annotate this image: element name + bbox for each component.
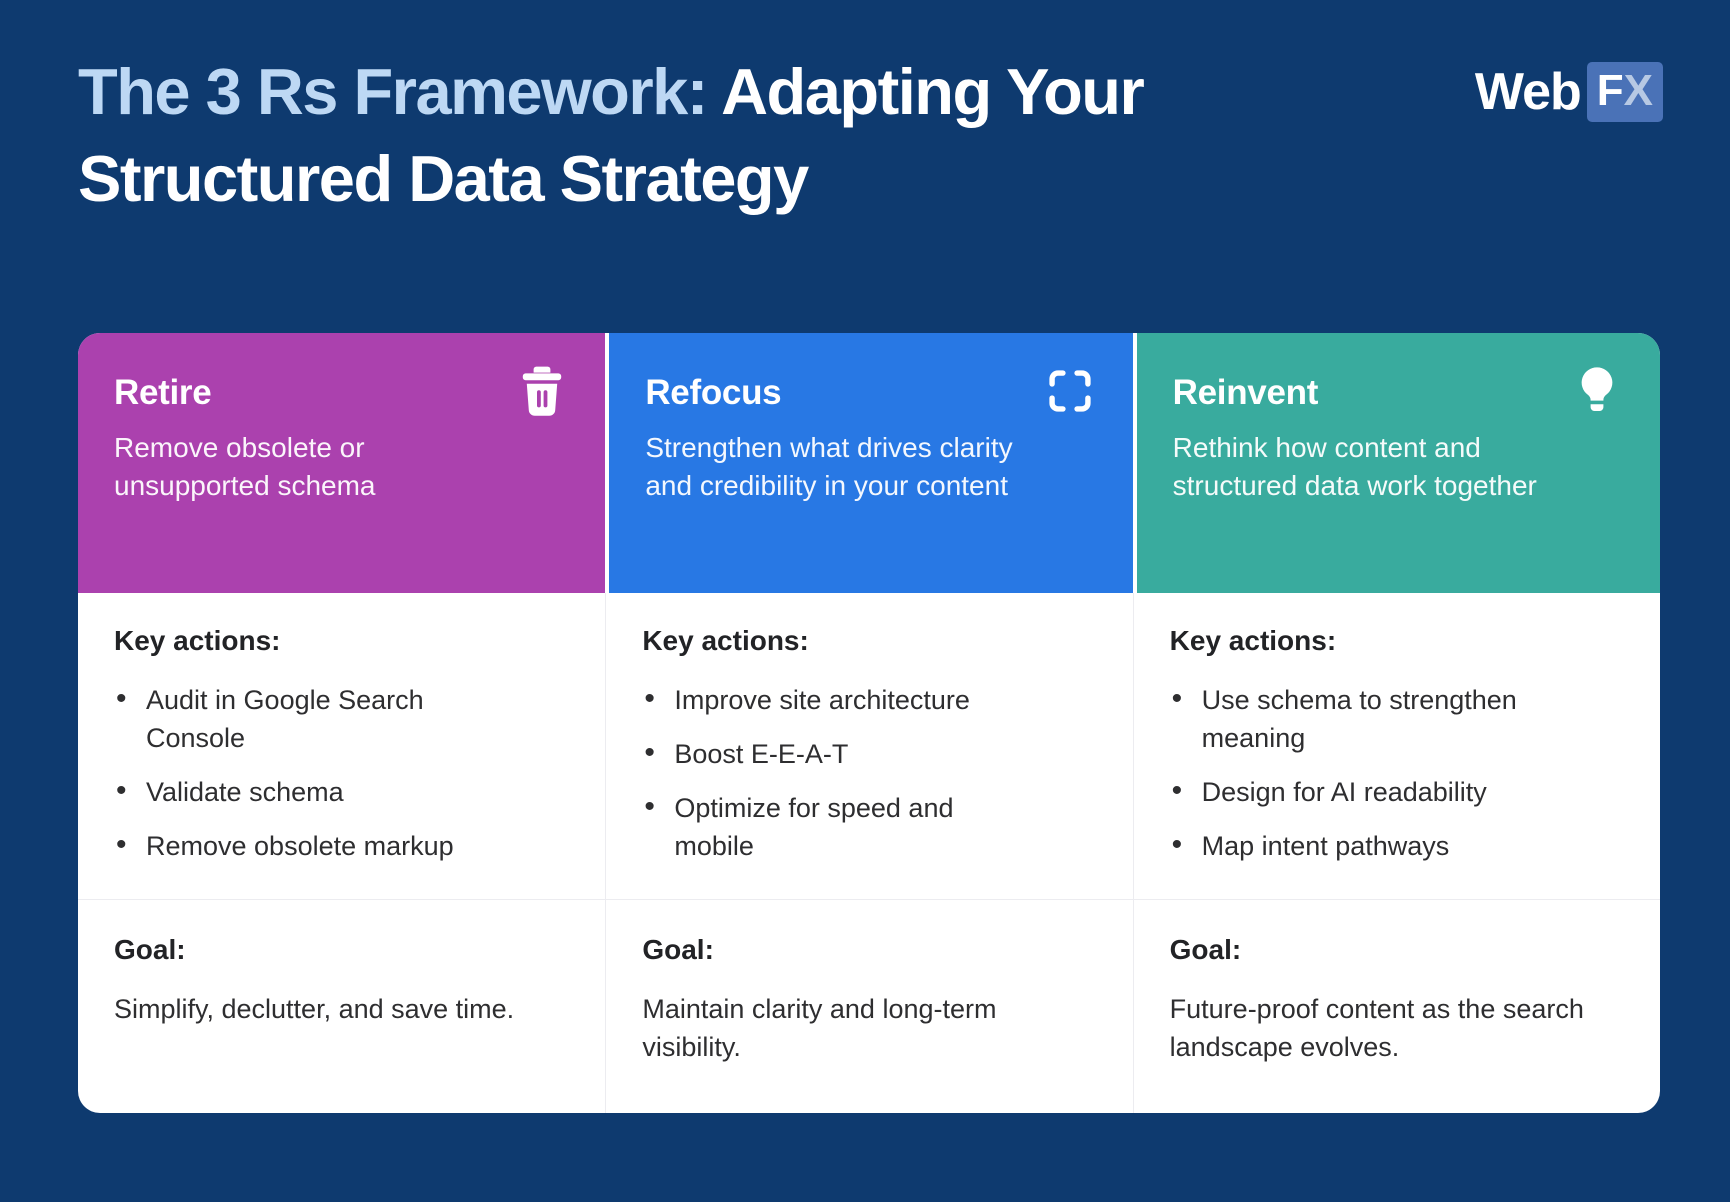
list-item: Remove obsolete markup	[114, 826, 509, 865]
refocus-goal-text: Maintain clarity and long-term visibilit…	[642, 994, 997, 1062]
reinvent-subtitle: Rethink how content and structured data …	[1172, 432, 1537, 501]
list-item: Audit in Google Search Console	[114, 680, 509, 757]
reinvent-key-actions-label: Key actions:	[1169, 625, 1337, 656]
page-title: The 3 Rs Framework: Adapting Your Struct…	[78, 48, 1228, 222]
list-item: Use schema to strengthen meaning	[1170, 680, 1564, 757]
column-reinvent: Reinvent Rethink how content and structu…	[1132, 333, 1660, 1113]
retire-actions-list: Audit in Google Search Console Validate …	[114, 680, 569, 865]
framework-card: Retire Remove obsolete or unsupported sc…	[78, 333, 1660, 1113]
refocus-actions-list: Improve site architecture Boost E-E-A-T …	[642, 680, 1096, 865]
webfx-logo-x: X	[1623, 66, 1653, 115]
retire-header: Retire Remove obsolete or unsupported sc…	[78, 333, 606, 593]
reinvent-goal-label: Goal:	[1169, 934, 1242, 965]
refocus-subtitle: Strengthen what drives clarity and credi…	[645, 432, 1013, 501]
list-item: Improve site architecture	[642, 680, 1036, 719]
refocus-goal-label: Goal:	[642, 934, 714, 965]
lightbulb-icon	[1572, 365, 1622, 417]
refocus-key-actions-label: Key actions:	[642, 625, 809, 656]
refocus-title: Refocus	[645, 373, 782, 412]
list-item: Design for AI readability	[1170, 772, 1564, 811]
list-item: Boost E-E-A-T	[642, 734, 1036, 773]
reinvent-header: Reinvent Rethink how content and structu…	[1132, 333, 1660, 593]
retire-goal-label: Goal:	[114, 934, 186, 965]
retire-goal: Goal: Simplify, declutter, and save time…	[78, 899, 606, 1113]
reinvent-goal: Goal: Future-proof content as the search…	[1132, 899, 1660, 1113]
reinvent-title: Reinvent	[1172, 373, 1319, 412]
list-item: Map intent pathways	[1170, 826, 1564, 865]
reinvent-goal-text: Future-proof content as the search lands…	[1169, 994, 1584, 1062]
webfx-logo-f: F	[1596, 66, 1624, 115]
refocus-header: Refocus Strengthen what drives clarity a…	[605, 333, 1133, 593]
webfx-logo-web: Web	[1474, 63, 1582, 121]
focus-frame-icon	[1045, 365, 1095, 417]
retire-title: Retire	[114, 373, 212, 412]
trash-icon	[517, 365, 567, 417]
page-title-rest: Adapting Your Structured Data Strategy	[78, 55, 1145, 215]
list-item: Optimize for speed and mobile	[642, 788, 1036, 865]
reinvent-actions-list: Use schema to strengthen meaning Design …	[1170, 680, 1624, 865]
page-title-highlight: The 3 Rs Framework:	[78, 55, 722, 128]
retire-key-actions: Key actions: Audit in Google Search Cons…	[78, 593, 605, 899]
refocus-goal: Goal: Maintain clarity and long-term vis…	[605, 899, 1133, 1113]
refocus-key-actions: Key actions: Improve site architecture B…	[605, 593, 1132, 899]
reinvent-key-actions: Key actions: Use schema to strengthen me…	[1132, 593, 1660, 899]
retire-subtitle: Remove obsolete or unsupported schema	[114, 432, 376, 501]
retire-key-actions-label: Key actions:	[114, 625, 281, 656]
column-refocus: Refocus Strengthen what drives clarity a…	[605, 333, 1133, 1113]
retire-goal-text: Simplify, declutter, and save time.	[114, 994, 515, 1024]
column-retire: Retire Remove obsolete or unsupported sc…	[78, 333, 606, 1113]
list-item: Validate schema	[114, 772, 509, 811]
